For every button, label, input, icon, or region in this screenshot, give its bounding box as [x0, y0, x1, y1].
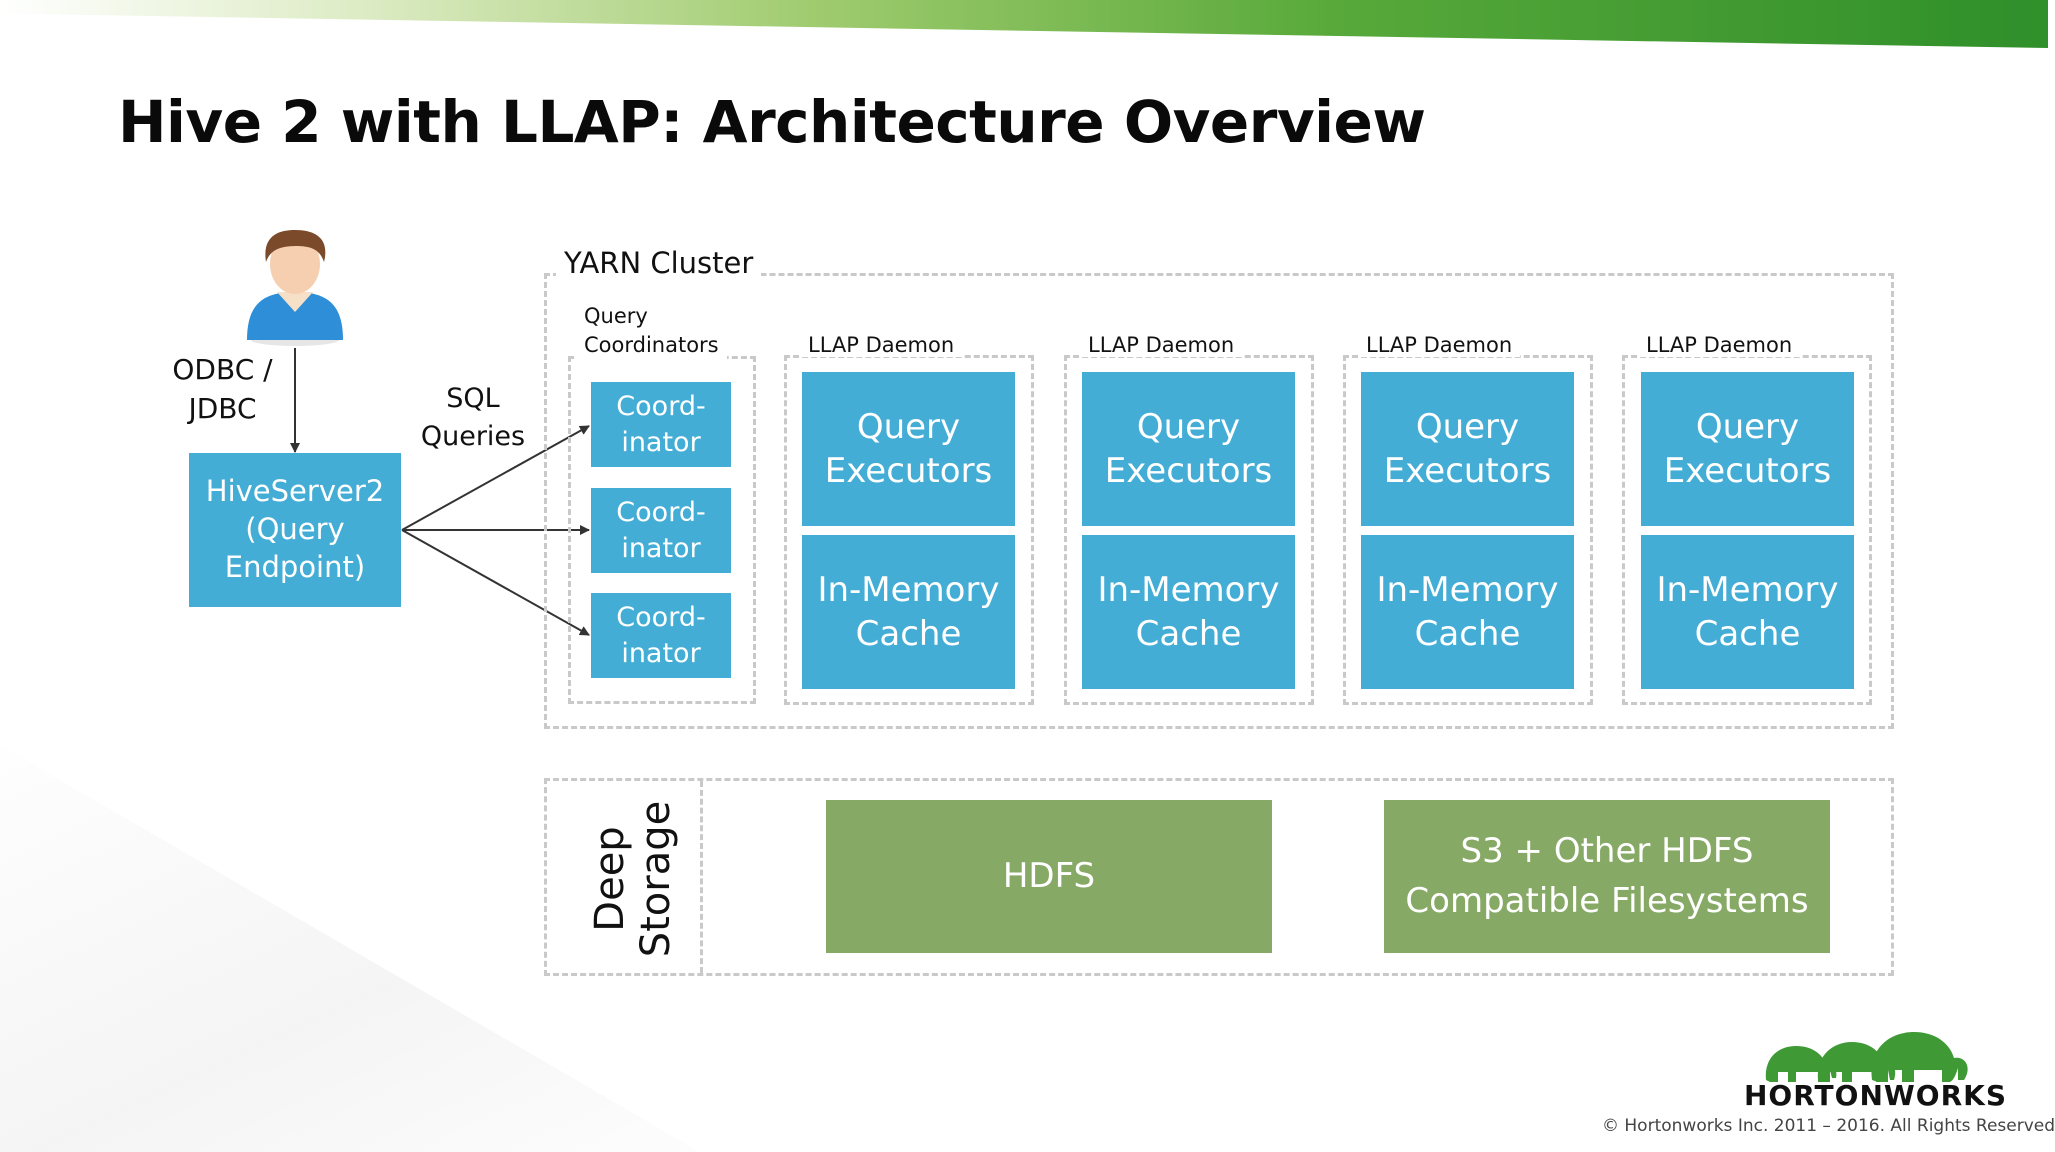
llap-daemon-2-label: LLAP Daemon	[1080, 333, 1243, 357]
query-executors-box-2: Query Executors	[1082, 372, 1295, 526]
coordinator-1-line1: Coord-	[616, 391, 706, 423]
executors-1-line2: Executors	[824, 451, 993, 491]
query-executors-box-3: Query Executors	[1361, 372, 1574, 526]
executors-2-line1: Query	[1136, 406, 1241, 447]
hiveserver-line3: Endpoint)	[224, 549, 366, 584]
odbc-label-line1: ODBC /	[172, 353, 273, 386]
cache-2-line1: In-Memory	[1097, 569, 1280, 610]
sql-label-line1: SQL	[446, 383, 500, 414]
hdfs-label: HDFS	[1002, 855, 1096, 896]
hiveserver-to-coordinator-1-arrow	[401, 425, 590, 531]
executors-2-line2: Executors	[1104, 451, 1273, 491]
coordinator-box-3: Coord- inator	[591, 593, 731, 678]
coordinator-3-line1: Coord-	[616, 602, 706, 634]
hiveserver-line1: HiveServer2	[205, 474, 385, 509]
executors-4-line2: Executors	[1663, 451, 1832, 491]
cache-4-line2: Cache	[1694, 614, 1801, 654]
cache-1-line1: In-Memory	[817, 569, 1000, 610]
coordinator-3-line2: inator	[621, 637, 701, 669]
s3-line1: S3 + Other HDFS	[1460, 831, 1754, 872]
cache-1-line2: Cache	[855, 614, 962, 654]
executors-4-line1: Query	[1695, 406, 1800, 447]
llap-daemon-1-label: LLAP Daemon	[800, 333, 963, 357]
in-memory-cache-box-3: In-Memory Cache	[1361, 535, 1574, 689]
coordinator-2-line2: inator	[621, 532, 701, 564]
cache-2-line2: Cache	[1135, 614, 1242, 654]
deep-storage-divider	[700, 781, 703, 973]
odbc-jdbc-label: ODBC / JDBC	[165, 350, 280, 428]
coordinators-label-line2: Coordinators	[584, 333, 719, 358]
coordinator-box-1: Coord- inator	[591, 382, 731, 467]
llap-daemon-4-label: LLAP Daemon	[1638, 333, 1801, 357]
jdbc-label-line2: JDBC	[188, 392, 257, 426]
sql-queries-label: SQL Queries	[418, 380, 528, 456]
queries-label-line2: Queries	[420, 420, 526, 452]
cache-4-line1: In-Memory	[1656, 569, 1839, 610]
in-memory-cache-box-1: In-Memory Cache	[802, 535, 1015, 689]
yarn-cluster-label: YARN Cluster	[556, 246, 762, 280]
hiveserver-line2: (Query	[245, 512, 345, 547]
query-executors-box-4: Query Executors	[1641, 372, 1854, 526]
query-executors-box-1: Query Executors	[802, 372, 1015, 526]
in-memory-cache-box-4: In-Memory Cache	[1641, 535, 1854, 689]
copyright-text: © Hortonworks Inc. 2011 – 2016. All Righ…	[1602, 1116, 2055, 1136]
query-coordinators-label: Query Coordinators	[576, 302, 727, 361]
s3-filesystems-box: S3 + Other HDFS Compatible Filesystems	[1384, 800, 1830, 953]
yarn-cluster-container	[544, 273, 1894, 729]
cache-3-line2: Cache	[1414, 614, 1521, 654]
deep-storage-container	[544, 778, 1894, 976]
executors-3-line2: Executors	[1383, 451, 1552, 491]
coordinator-2-line1: Coord-	[616, 497, 706, 529]
hdfs-box: HDFS	[826, 800, 1272, 953]
llap-daemon-3-label: LLAP Daemon	[1358, 333, 1521, 357]
coordinators-label-line1: Query	[584, 304, 648, 328]
coordinator-1-line2: inator	[621, 426, 701, 458]
hortonworks-logo-text: HORTONWORKS	[1744, 1079, 2007, 1112]
in-memory-cache-box-2: In-Memory Cache	[1082, 535, 1295, 689]
coordinator-box-2: Coord- inator	[591, 488, 731, 573]
s3-line2: Compatible Filesystems	[1405, 880, 1809, 921]
hiveserver2-box: HiveServer2 (Query Endpoint)	[189, 453, 401, 607]
slide-title: Hive 2 with LLAP: Architecture Overview	[118, 88, 1426, 156]
executors-3-line1: Query	[1415, 406, 1520, 447]
executors-1-line1: Query	[856, 406, 961, 447]
cache-3-line1: In-Memory	[1376, 569, 1559, 610]
hiveserver-to-coordinator-3-arrow	[401, 529, 590, 636]
